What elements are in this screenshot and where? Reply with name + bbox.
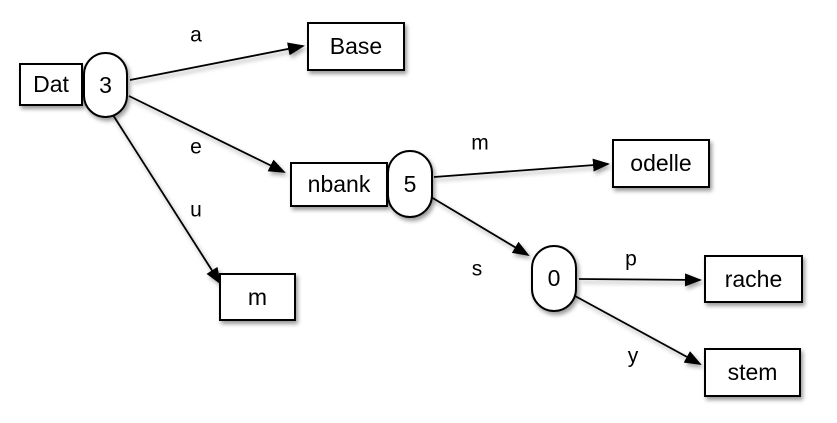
edge-nbank-zero <box>430 196 530 257</box>
node-stem-label: stem <box>727 359 778 385</box>
edge-label-p: p <box>625 247 637 271</box>
node-dat: Dat <box>19 63 83 106</box>
node-m-label: m <box>247 283 268 310</box>
edge-dat-base <box>129 42 305 81</box>
node-dat-count-badge: 3 <box>83 52 128 118</box>
edge-label-m: m <box>471 131 489 155</box>
node-stem: stem <box>704 348 801 397</box>
edge-dat-m <box>112 114 222 285</box>
node-odelle-label: odelle <box>630 150 692 176</box>
node-base: Base <box>307 22 405 71</box>
edge-zero-rache <box>578 273 702 287</box>
edge-nbank-odelle <box>433 158 610 178</box>
node-m: m <box>219 273 296 321</box>
edge-label-e: e <box>190 135 202 159</box>
edge-label-u: u <box>190 198 202 222</box>
edge-zero-stem <box>574 295 702 365</box>
edge-dat-nbank <box>128 95 286 173</box>
node-nbank: nbank <box>290 162 388 207</box>
edge-label-a: a <box>190 23 202 47</box>
node-base-label: Base <box>329 33 383 59</box>
node-dat-count: 3 <box>99 71 112 98</box>
node-nbank-count: 5 <box>403 170 417 197</box>
node-nbank-count-badge: 5 <box>387 150 433 218</box>
node-zero-count: 0 <box>547 265 561 291</box>
edge-label-s: s <box>471 257 483 281</box>
node-rache: rache <box>704 255 803 303</box>
node-zero-count-badge: 0 <box>531 245 577 312</box>
node-nbank-label: nbank <box>307 171 371 197</box>
node-dat-label: Dat <box>33 71 69 97</box>
node-odelle: odelle <box>612 139 710 188</box>
node-rache-label: rache <box>724 265 783 292</box>
edge-label-y: y <box>627 344 639 368</box>
